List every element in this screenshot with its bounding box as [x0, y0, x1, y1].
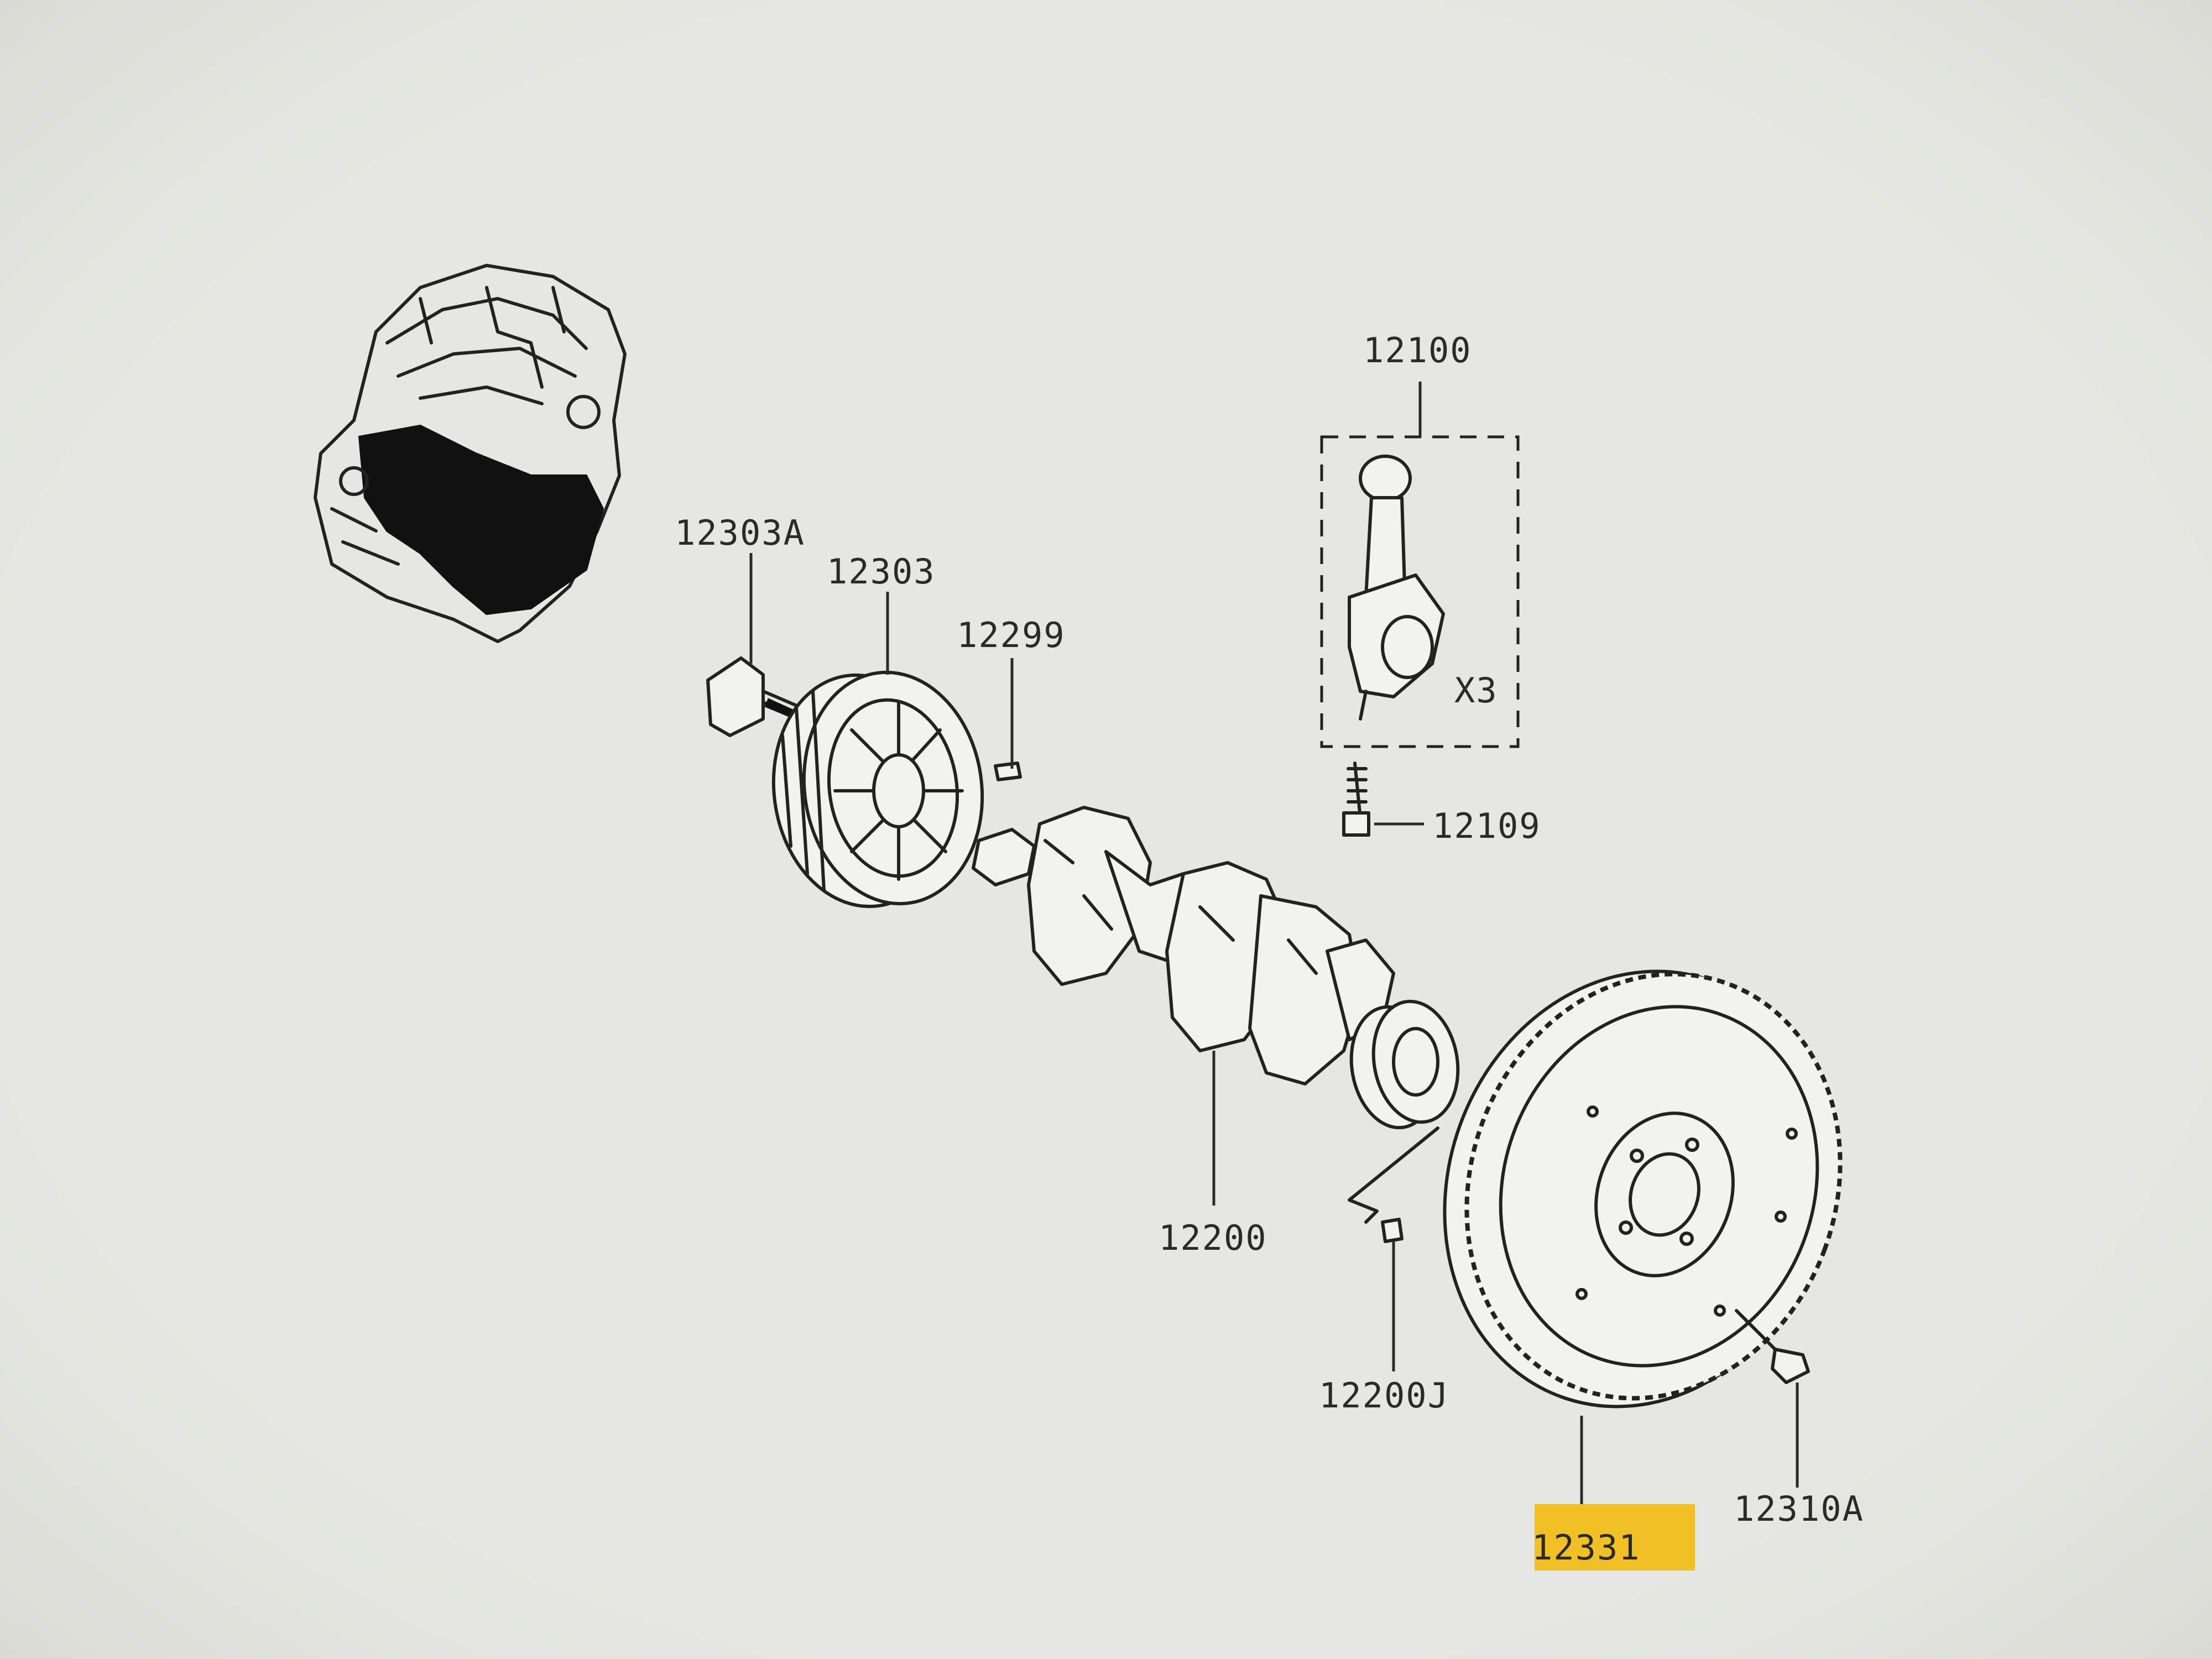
leader-lines [749, 382, 1799, 1504]
label-12100[interactable]: 12100 [1363, 330, 1472, 371]
crankshaft-pulley-icon [771, 670, 984, 909]
label-12331[interactable]: 12331 [1532, 1527, 1641, 1568]
label-12109[interactable]: 12109 [1432, 806, 1541, 846]
woodruff-key-icon [994, 761, 1022, 781]
connecting-rod-bolt-icon [1342, 761, 1370, 837]
label-12310A[interactable]: 12310A [1734, 1489, 1864, 1529]
flywheel-icon [1443, 969, 1843, 1408]
engine-block-icon [314, 264, 627, 643]
label-12303[interactable]: 12303 [827, 551, 936, 592]
flywheel-bolt-icon [1735, 1309, 1810, 1384]
crankshaft-icon [972, 806, 1460, 1130]
label-12100-qty: X3 [1454, 670, 1498, 711]
label-12200J[interactable]: 12200J [1319, 1375, 1449, 1416]
label-12299[interactable]: 12299 [957, 615, 1066, 655]
label-12200[interactable]: 12200 [1159, 1218, 1267, 1258]
connecting-rod-group [1320, 435, 1520, 837]
label-12303A[interactable]: 12303A [675, 513, 805, 553]
connecting-rod-icon [1348, 455, 1445, 721]
highlight-marker [1535, 1504, 1695, 1571]
pilot-bushing-icon [1348, 1126, 1439, 1243]
